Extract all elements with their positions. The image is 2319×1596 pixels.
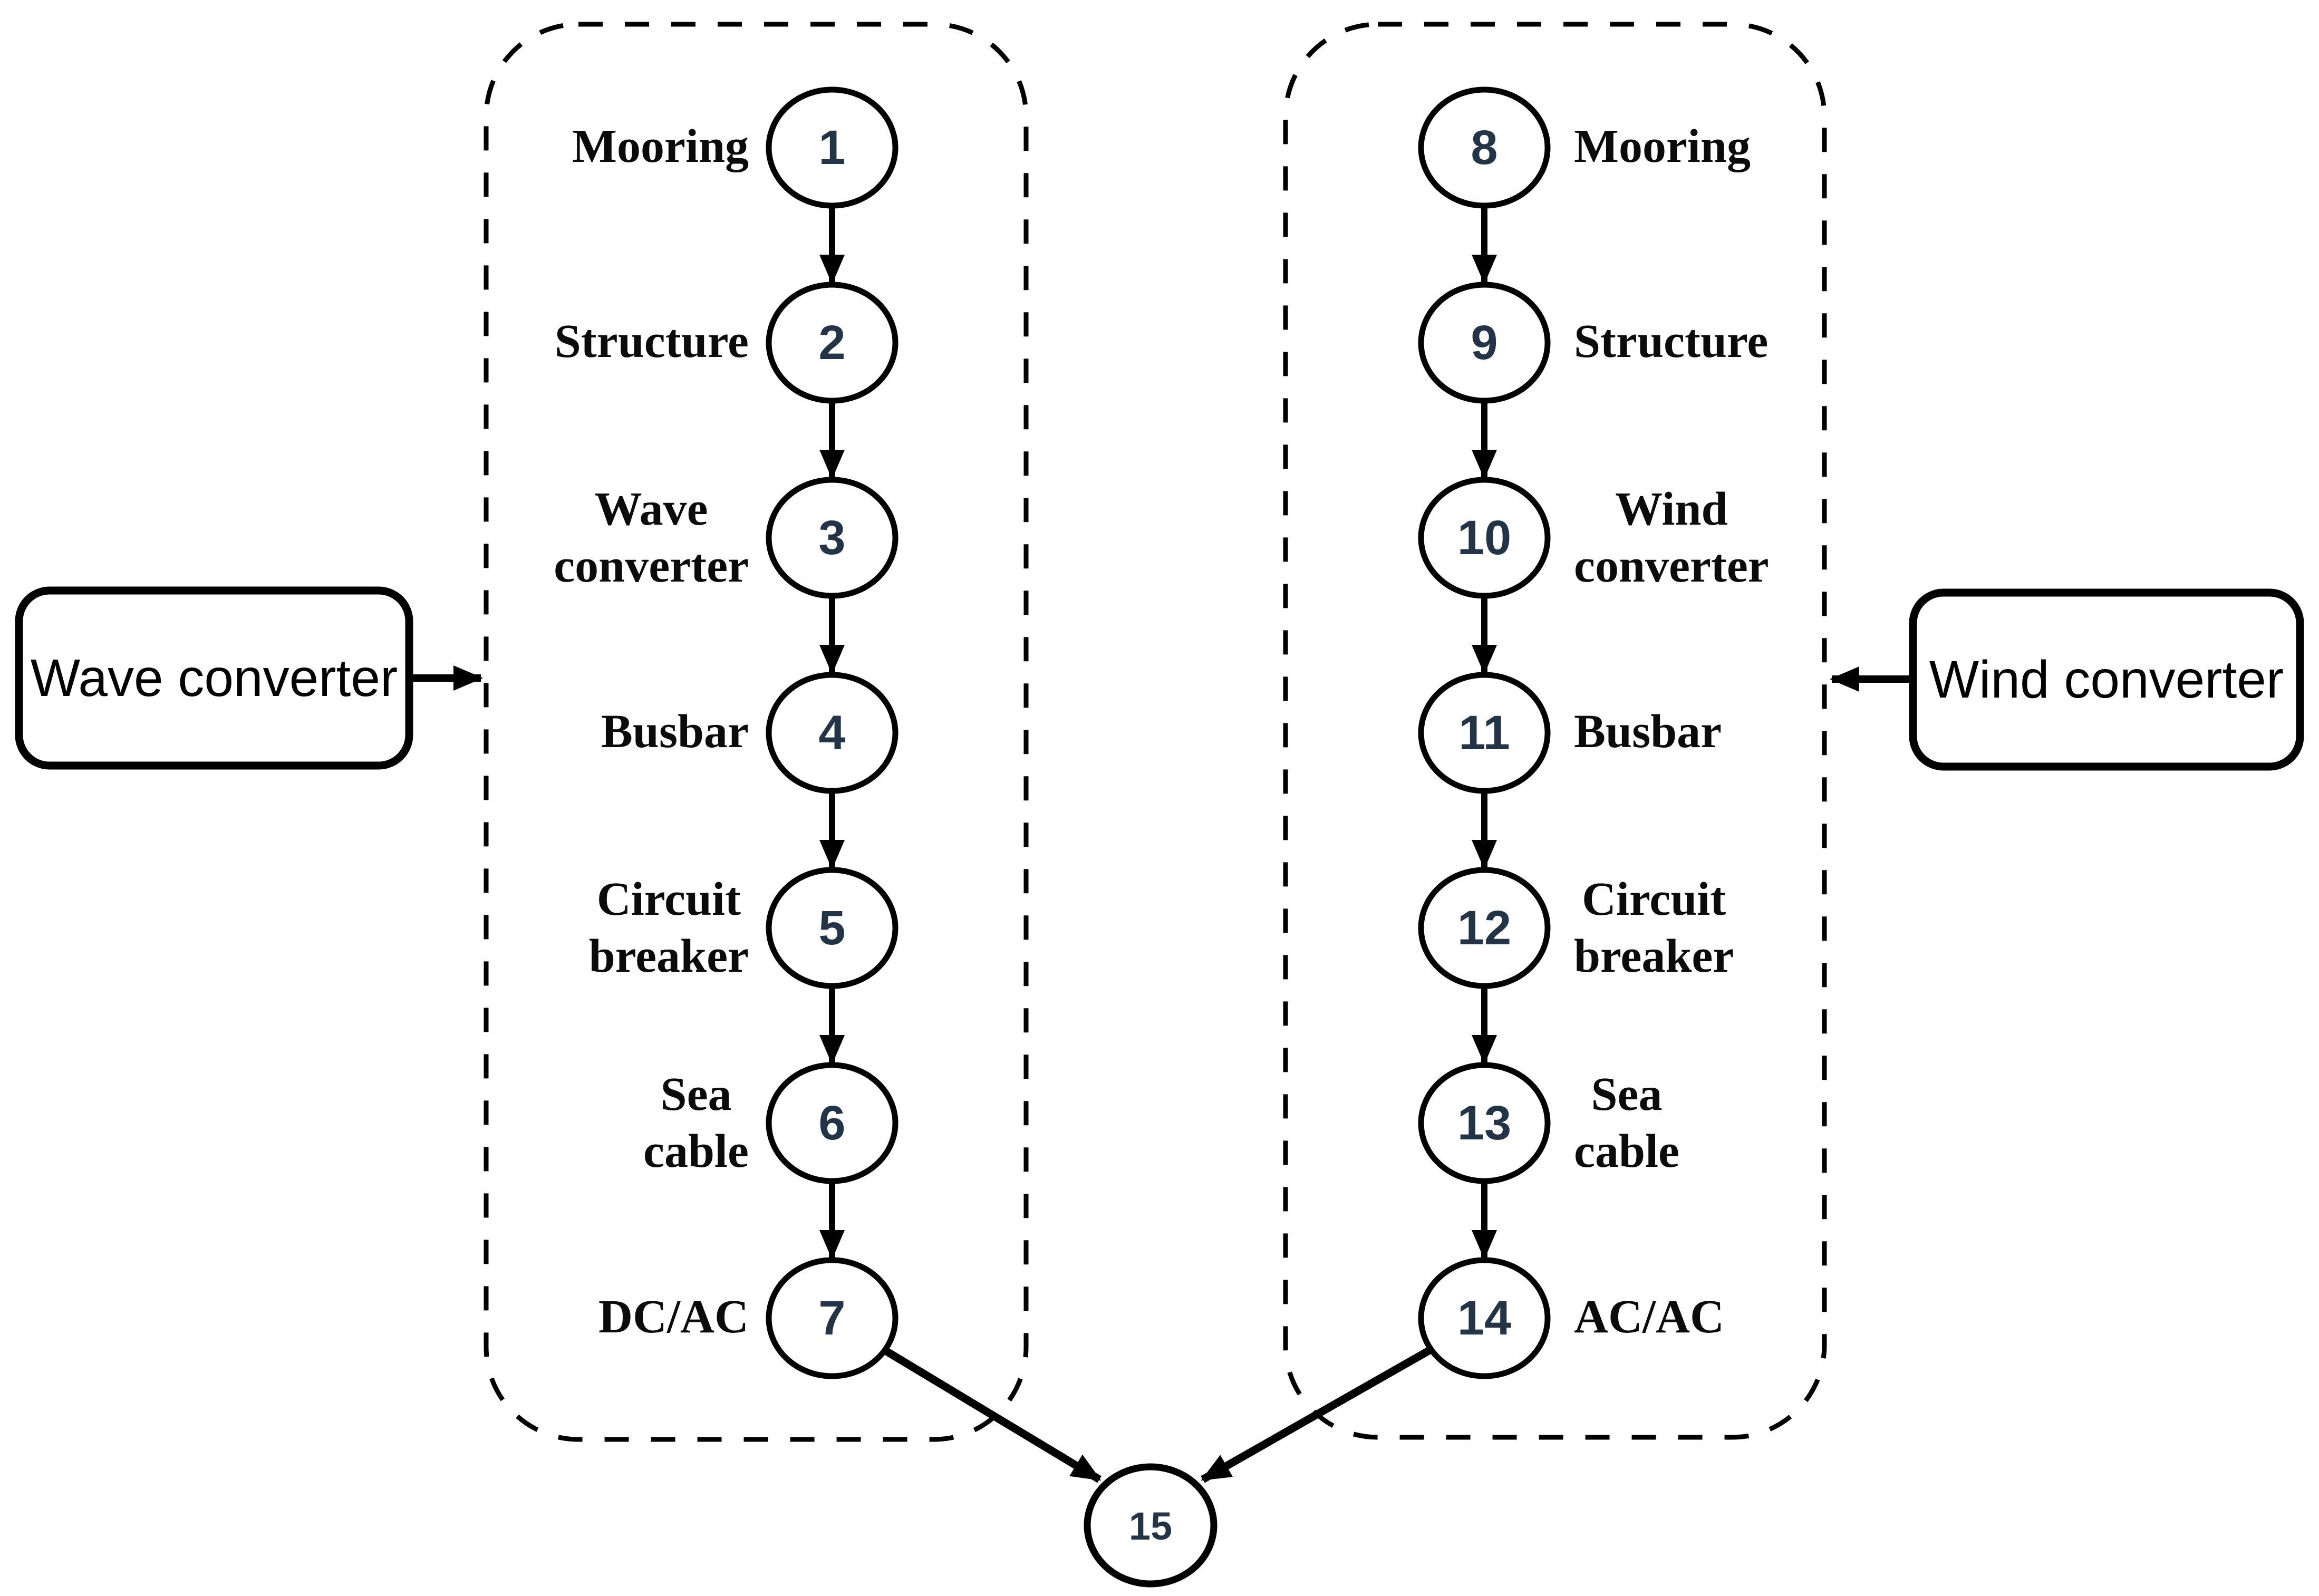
label-text: Sea [1591, 1068, 1663, 1120]
node-number-4: 4 [818, 705, 846, 760]
node-circle-8 [1418, 86, 1551, 209]
node-circle-11 [1418, 672, 1551, 794]
node-circle-13 [1418, 1062, 1551, 1184]
label-text: Wave [594, 483, 708, 535]
node-label-5-circuit-breaker: Circuit breaker [589, 871, 749, 985]
label-text: Busbar [1574, 705, 1722, 758]
node-label-6-sea-cable: Sea cable [643, 1066, 749, 1180]
wind-converter-label: Wind converter [1929, 650, 2284, 709]
label-text: breaker [1574, 930, 1734, 982]
node-number-2: 2 [818, 315, 846, 370]
label-text: Circuit [596, 873, 741, 925]
label-text: DC/AC [598, 1291, 749, 1343]
node-circle-14 [1418, 1257, 1551, 1379]
label-text: Mooring [572, 120, 749, 172]
wave-chain-dashed-box [484, 22, 1029, 1442]
wind-chain-dashed-box [1283, 22, 1827, 1440]
node-label-7-dc-ac: DC/AC [598, 1289, 749, 1346]
node-circle-2 [766, 282, 898, 404]
wave-converter-label: Wave converter [30, 648, 398, 708]
node-label-1-mooring: Mooring [572, 118, 749, 175]
label-text: converter [1574, 540, 1769, 592]
label-text: breaker [588, 930, 749, 982]
node-circle-12 [1418, 867, 1551, 989]
label-text: Structure [554, 315, 749, 367]
label-text: Sea [660, 1068, 732, 1120]
label-text: Busbar [601, 705, 749, 758]
node-circle-3 [766, 477, 898, 599]
node-number-6: 6 [818, 1096, 846, 1150]
label-text: converter [554, 540, 749, 592]
node-circle-7 [766, 1257, 898, 1379]
label-text: cable [643, 1125, 749, 1177]
node-number-1: 1 [818, 120, 846, 175]
label-text: AC/AC [1574, 1291, 1724, 1343]
node-circle-10 [1418, 477, 1551, 599]
node-number-11: 11 [1458, 705, 1510, 760]
node-number-5: 5 [818, 901, 846, 955]
label-text: Mooring [1574, 120, 1751, 172]
node-circle-9 [1418, 282, 1551, 404]
arrow-7-15 [847, 1325, 1101, 1483]
node-label-14-ac-ac: AC/AC [1574, 1289, 1724, 1346]
node-circle-6 [766, 1062, 898, 1184]
node-number-13: 13 [1457, 1096, 1512, 1150]
node-circle-5 [766, 867, 898, 989]
node-label-4-busbar: Busbar [601, 703, 749, 760]
node-label-13-sea-cable: Sea cable [1574, 1066, 1679, 1180]
arrow-14-15 [1201, 1325, 1470, 1483]
node-number-15: 15 [1128, 1504, 1173, 1548]
node-number-8: 8 [1471, 120, 1498, 175]
node-label-2-structure: Structure [555, 313, 749, 370]
node-number-14: 14 [1457, 1291, 1512, 1345]
node-circle-4 [766, 672, 898, 794]
node-label-10-wind-converter: Wind converter [1574, 481, 1769, 595]
label-text: cable [1574, 1125, 1679, 1177]
node-label-8-mooring: Mooring [1574, 118, 1751, 175]
label-text: Circuit [1581, 873, 1726, 925]
node-label-12-circuit-breaker: Circuit breaker [1574, 871, 1734, 985]
label-text: Wind [1615, 483, 1728, 535]
node-label-3-wave-converter: Wave converter [554, 481, 749, 595]
node-number-3: 3 [818, 510, 846, 565]
node-circle-15 [1084, 1463, 1218, 1588]
node-number-12: 12 [1457, 901, 1512, 955]
node-circle-1 [766, 86, 898, 209]
node-number-9: 9 [1471, 315, 1498, 370]
node-label-9-structure: Structure [1574, 313, 1768, 370]
label-text: Structure [1574, 315, 1769, 367]
node-number-10: 10 [1457, 510, 1512, 565]
node-number-7: 7 [818, 1291, 846, 1345]
node-label-11-busbar: Busbar [1574, 703, 1722, 760]
